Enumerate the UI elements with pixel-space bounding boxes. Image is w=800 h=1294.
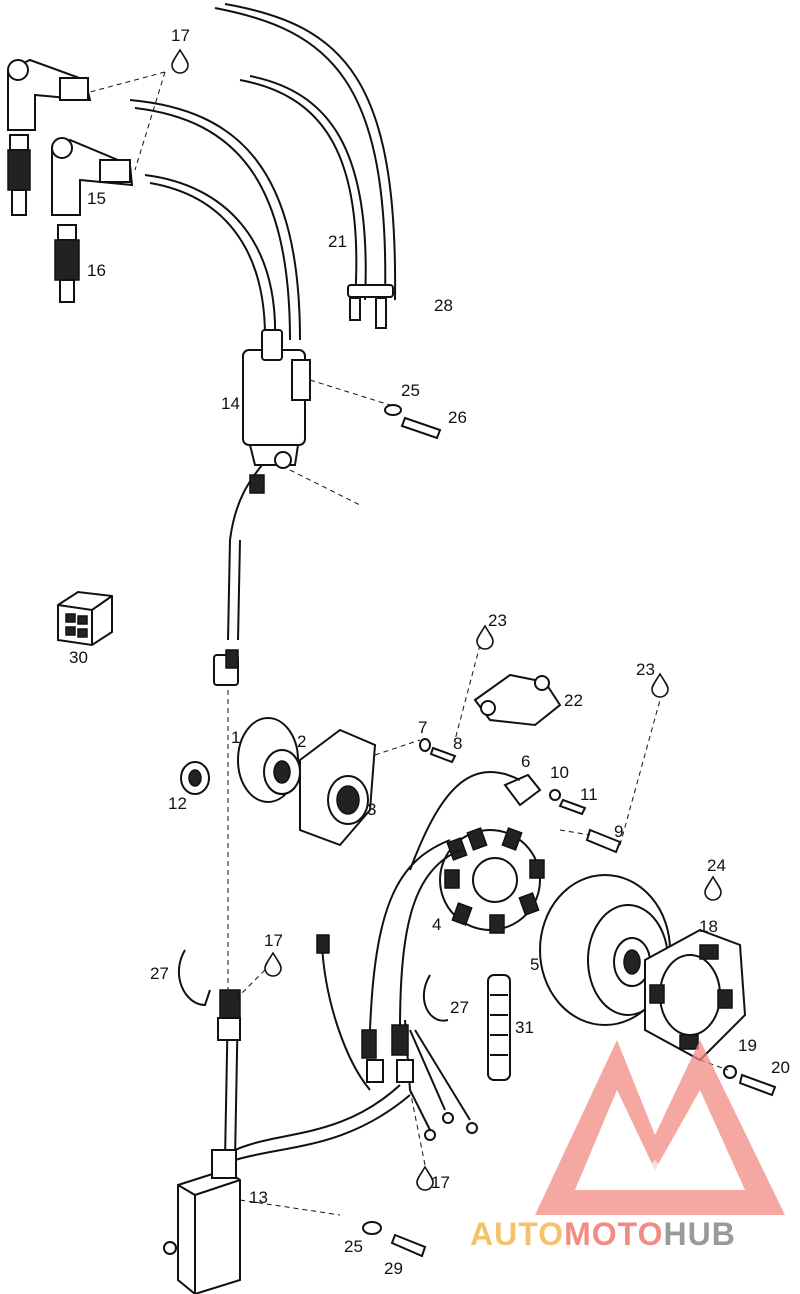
drop-icon-17-bottom (416, 1165, 434, 1191)
label-25-upper: 25 (401, 381, 420, 400)
label-6: 6 (521, 752, 530, 771)
spark-plug-16 (54, 224, 80, 303)
coil-lead-wire (213, 539, 241, 686)
label-22: 22 (564, 691, 583, 710)
watermark-text-hub: HUB (663, 1216, 735, 1252)
cdi-box-13 (163, 1149, 241, 1294)
label-17-bottom: 17 (431, 1173, 450, 1192)
grommet-12 (180, 761, 210, 795)
connector-block-30 (57, 590, 113, 647)
label-19: 19 (738, 1036, 757, 1055)
label-26: 26 (448, 408, 467, 427)
shrink-sleeve-31 (487, 974, 511, 1081)
flywheel-5 (539, 874, 671, 1026)
cable-tie-27-left (177, 949, 211, 1007)
part-labels: 1 2 3 4 5 6 7 8 9 10 11 12 13 14 15 16 1… (69, 26, 790, 1278)
label-5: 5 (530, 955, 539, 974)
cable-tie-27-right (423, 974, 449, 1022)
label-17-top: 17 (171, 26, 190, 45)
trigger-coil-6 (409, 771, 542, 871)
watermark-text-moto: MOTO (564, 1216, 663, 1252)
screw-8 (429, 746, 457, 764)
washer-7 (419, 738, 431, 752)
label-30: 30 (69, 648, 88, 667)
spark-plug-cap-upper (7, 58, 92, 131)
label-18: 18 (699, 917, 718, 936)
washer-10 (549, 789, 561, 801)
screw-29 (390, 1233, 427, 1258)
label-20: 20 (771, 1058, 790, 1077)
label-13: 13 (249, 1188, 268, 1207)
stator-4 (439, 827, 545, 934)
oil-seal-2 (263, 749, 301, 795)
label-24: 24 (707, 856, 726, 875)
starter-ring-18 (644, 928, 747, 1062)
bolt-26 (400, 416, 442, 440)
washer-25-lower (362, 1221, 382, 1235)
spark-plug-cap-15 (51, 137, 134, 216)
high-tension-wires (129, 3, 397, 341)
label-10: 10 (550, 763, 569, 782)
label-9: 9 (614, 822, 623, 841)
label-27-left: 27 (150, 964, 169, 983)
label-15: 15 (87, 189, 106, 208)
label-21: 21 (328, 232, 347, 251)
label-7: 7 (418, 718, 427, 737)
watermark-triangle-icon (535, 1040, 785, 1215)
washer-25-upper (384, 404, 402, 416)
label-25-lower: 25 (344, 1237, 363, 1256)
spark-plug-upper (7, 134, 31, 216)
watermark-text-auto: AUTO (470, 1216, 564, 1252)
label-23-right: 23 (636, 660, 655, 679)
screw-9 (585, 828, 622, 854)
drop-icon-23-right (651, 672, 669, 698)
bolt-20 (738, 1073, 777, 1097)
washer-19 (723, 1065, 737, 1079)
ignition-coil-14 (229, 329, 311, 541)
label-4: 4 (432, 915, 441, 934)
label-11: 11 (580, 785, 598, 804)
screw-11 (558, 798, 587, 816)
label-8: 8 (453, 734, 462, 753)
flywheel-housing-3 (299, 728, 377, 847)
label-17-middle: 17 (264, 931, 283, 950)
label-16: 16 (87, 261, 106, 280)
label-12: 12 (168, 794, 187, 813)
drop-icon-24 (704, 875, 722, 901)
label-31: 31 (515, 1018, 534, 1037)
label-2: 2 (297, 732, 306, 751)
wire-terminal-clip (347, 284, 394, 329)
label-14: 14 (221, 394, 240, 413)
cdi-harness (217, 989, 411, 1161)
watermark-logo: AUTOMOTOHUB (470, 1040, 785, 1252)
cover-22 (473, 673, 562, 727)
label-27-right: 27 (450, 998, 469, 1017)
drop-icon-23-cover (476, 624, 494, 650)
svg-text:AUTOMOTOHUB: AUTOMOTOHUB (470, 1216, 736, 1252)
label-1: 1 (231, 728, 240, 747)
drop-icon-17-middle (264, 951, 282, 977)
drop-icon-17-top (171, 48, 189, 74)
label-28: 28 (434, 296, 453, 315)
label-23-cover: 23 (488, 611, 507, 630)
label-29: 29 (384, 1259, 403, 1278)
label-3: 3 (367, 800, 376, 819)
